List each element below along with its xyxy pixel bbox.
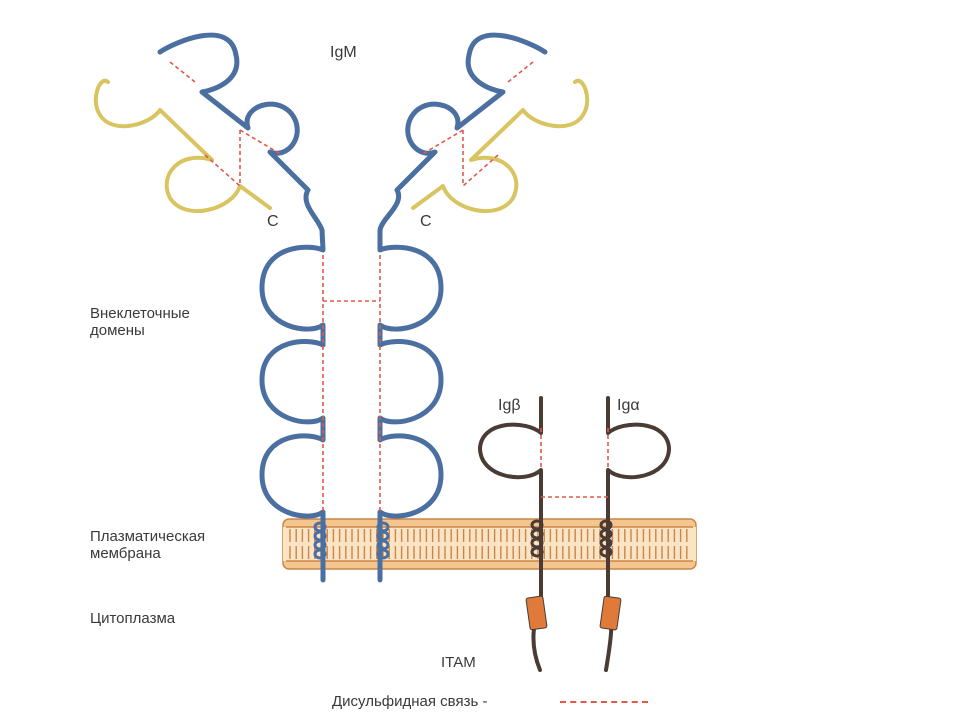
disulfide-right-arm — [420, 129, 464, 156]
disulfide-right-c2 — [462, 154, 499, 187]
disulfide-legend-line — [560, 701, 648, 703]
c-label-right: C — [420, 213, 432, 230]
heavy-chain-left — [157, 32, 326, 583]
itam-box-beta — [525, 595, 548, 631]
extracellular-label-line1: Внеклеточные — [90, 305, 190, 322]
igm-heavy-chains — [157, 32, 548, 583]
itam-label: ITAM — [441, 654, 476, 671]
ig-alpha-transmembrane-coil — [599, 519, 613, 558]
ig-beta-transmembrane-coil — [530, 519, 544, 558]
disulfide-left-c2 — [204, 154, 241, 187]
extracellular-label-line2: домены — [90, 322, 145, 339]
disulfide-left-arm — [239, 129, 283, 156]
itam-motifs — [525, 595, 622, 631]
membrane-label-line2: мембрана — [90, 545, 161, 562]
igm-label: IgM — [330, 44, 357, 61]
plasma-membrane — [282, 518, 697, 570]
itam-box-alpha — [599, 595, 622, 631]
disulfide-right-vh-vl — [507, 61, 534, 83]
c-label-left: C — [267, 213, 279, 230]
ig-beta-label: Igβ — [498, 397, 521, 414]
light-chain-right — [411, 78, 590, 214]
plasma-membrane-label: Плазматическая мембрана — [90, 528, 205, 562]
membrane-label-line1: Плазматическая — [90, 528, 206, 545]
extracellular-domains-label: Внеклеточные домены — [90, 305, 190, 339]
igm-light-chains — [93, 78, 590, 214]
disulfide-bonds — [169, 61, 609, 512]
heavy-chain-right-transmembrane-coil — [376, 521, 390, 560]
disulfide-legend-label: Дисульфидная связь - — [332, 693, 488, 710]
heavy-chain-right — [377, 32, 548, 583]
heavy-chain-left-transmembrane-coil — [313, 521, 327, 560]
light-chain-left — [93, 78, 272, 214]
disulfide-left-vh-vl — [169, 61, 196, 83]
ig-alpha-label: Igα — [617, 397, 640, 414]
cytoplasm-label: Цитоплазма — [90, 610, 176, 627]
